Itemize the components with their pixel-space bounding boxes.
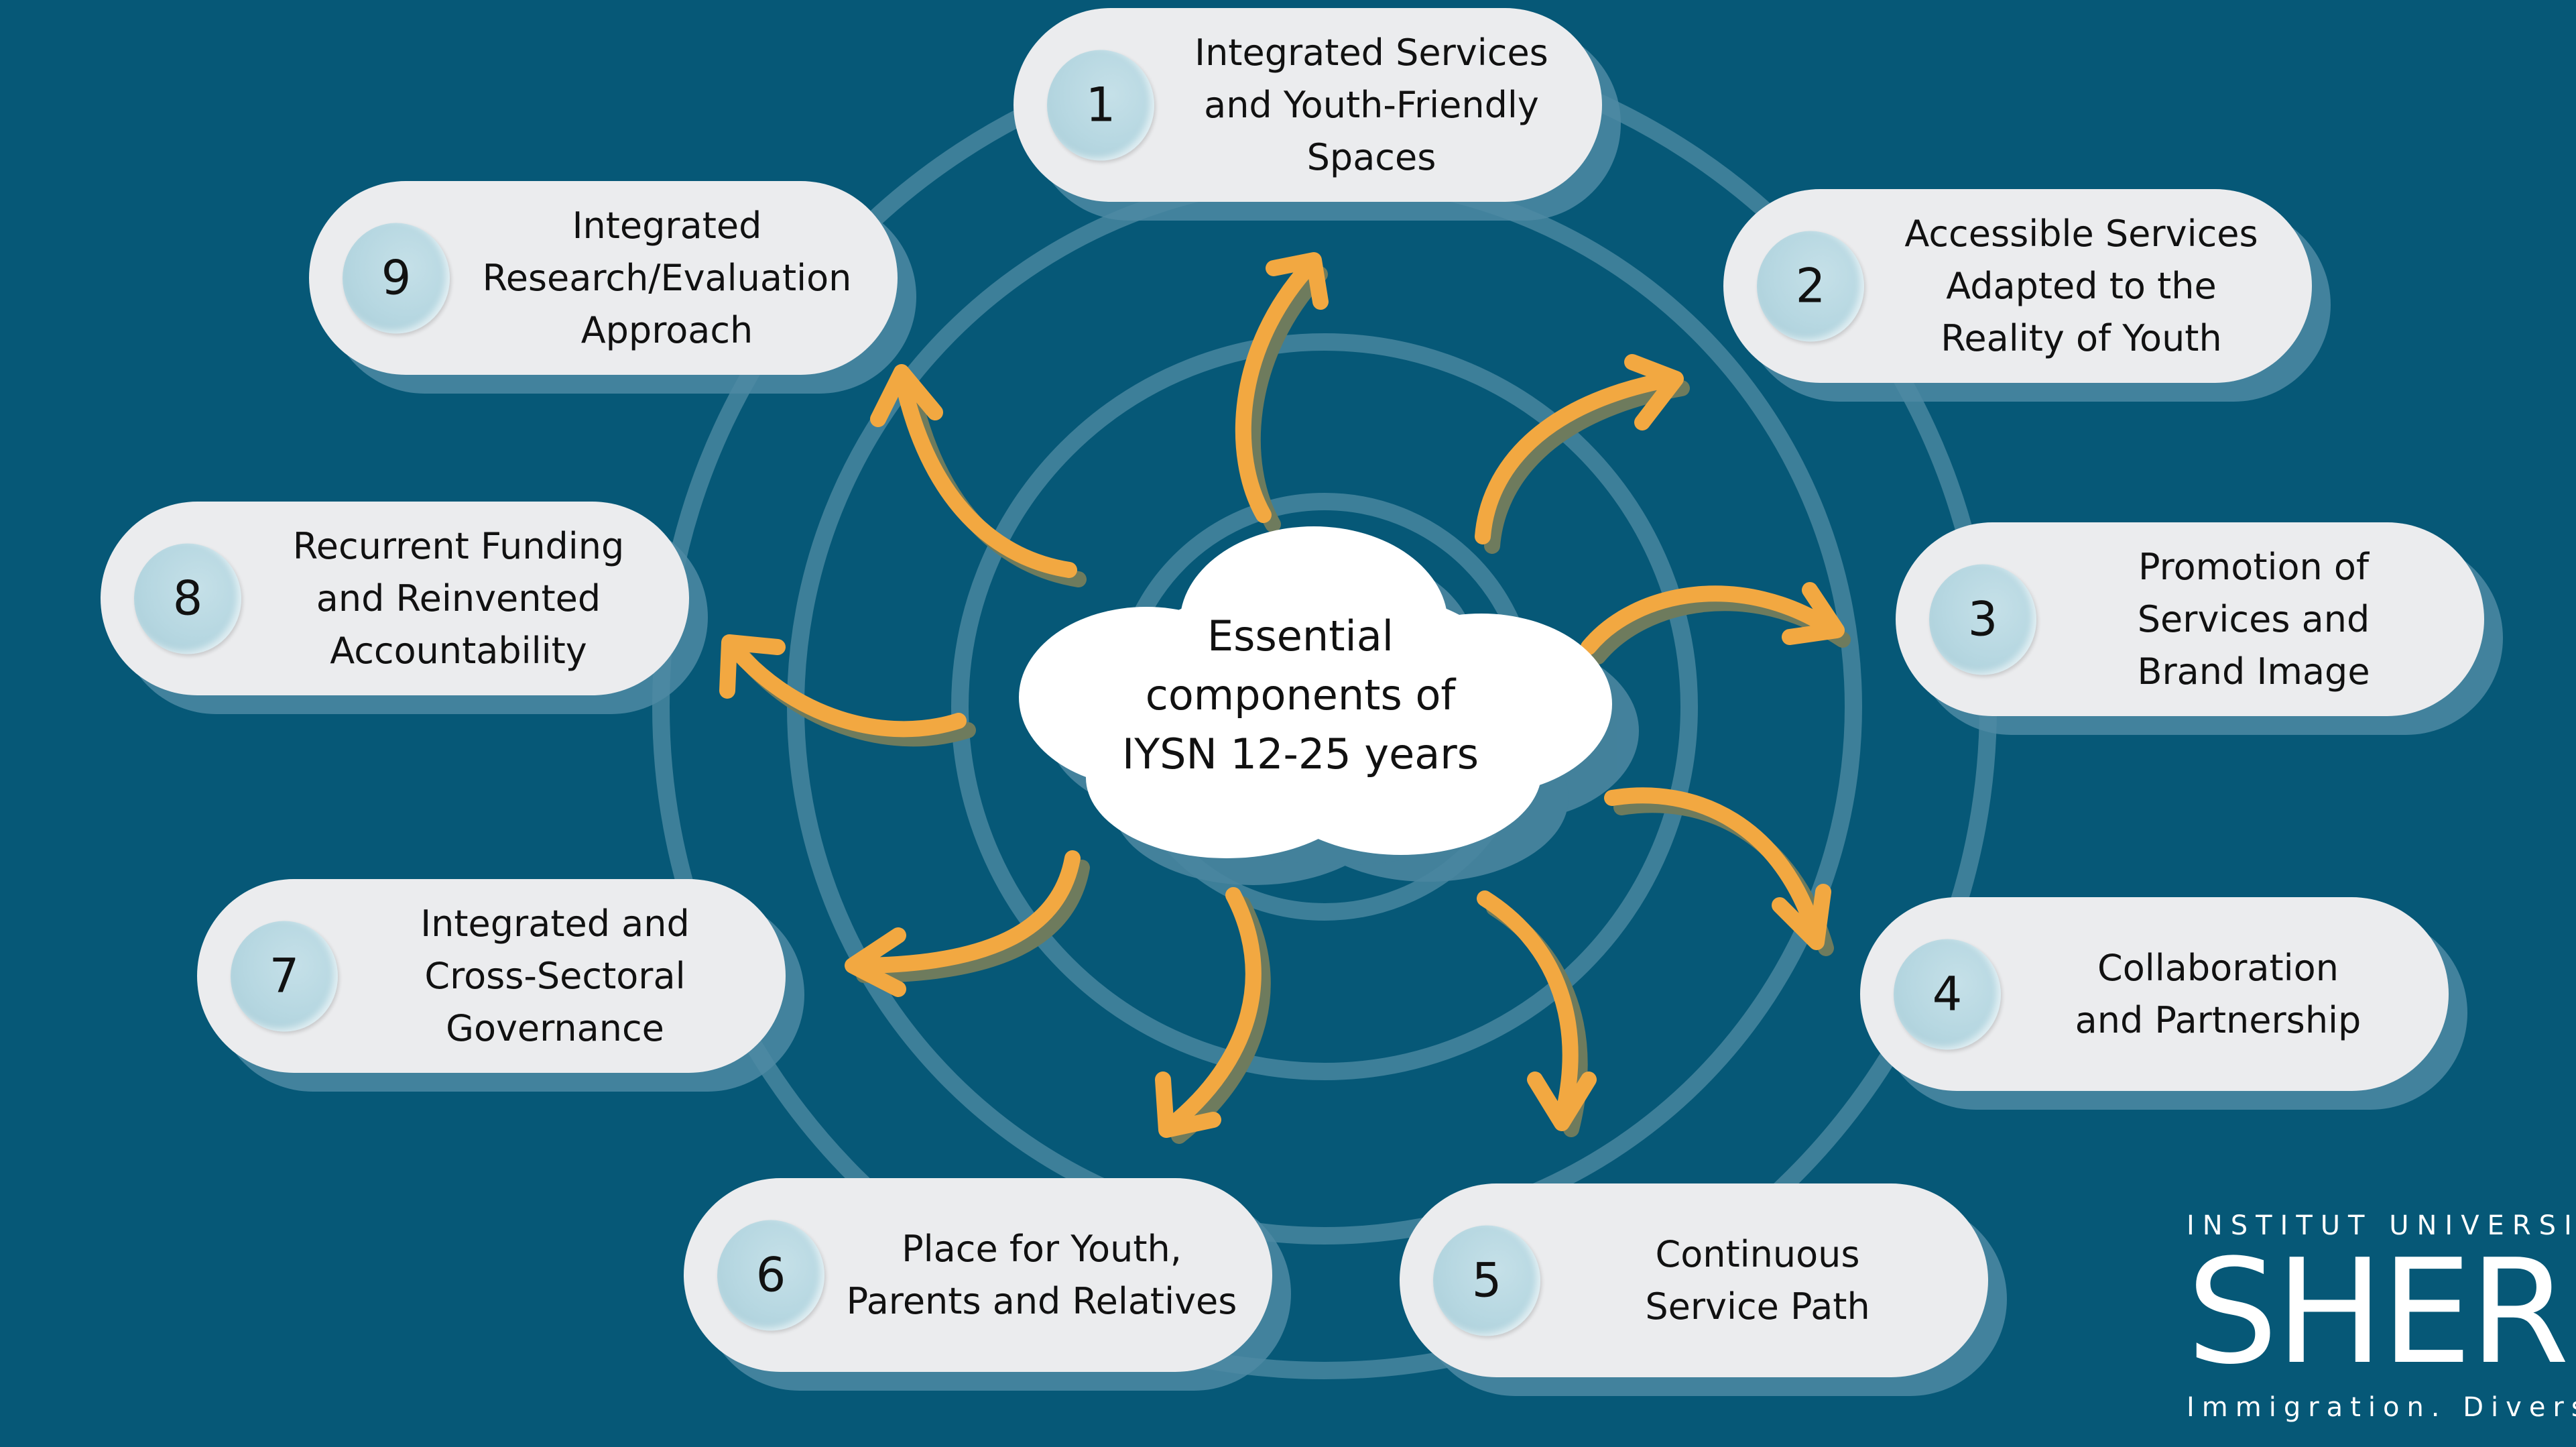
component-label: Integrated Research/Evaluation Approach xyxy=(482,204,852,351)
logo-tagline: Immigration. Divers xyxy=(2187,1392,2576,1423)
pill: 9 Integrated Research/Evaluation Approac… xyxy=(309,181,898,375)
pill: 3 Promotion of Services and Brand Image xyxy=(1896,522,2484,716)
institute-logo: INSTITUT UNIVERSITA SHER Immigration. Di… xyxy=(2187,1210,2576,1423)
number-badge: 6 xyxy=(717,1220,824,1330)
number-badge: 4 xyxy=(1894,939,2001,1049)
number-badge: 9 xyxy=(343,223,450,333)
cloud-body xyxy=(1019,526,1612,858)
arrow-to-3 xyxy=(1581,582,1851,664)
number-badge: 3 xyxy=(1929,564,2036,675)
pill: 2 Accessible Services Adapted to the Rea… xyxy=(1723,189,2312,383)
number-badge: 2 xyxy=(1757,231,1864,341)
component-label: Integrated Services and Youth-Friendly S… xyxy=(1194,31,1548,178)
pill: 5 Continuous Service Path xyxy=(1400,1183,1988,1377)
arrow-to-9 xyxy=(870,364,1087,587)
pill: 8 Recurrent Funding and Reinvented Accou… xyxy=(101,502,689,695)
pill: 7 Integrated and Cross-Sectoral Governan… xyxy=(197,879,786,1073)
arrow-to-6 xyxy=(1155,887,1271,1144)
arrow-to-7 xyxy=(845,850,1090,997)
logo-top-text: INSTITUT UNIVERSITA xyxy=(2187,1210,2576,1241)
pill: 1 Integrated Services and Youth-Friendly… xyxy=(1014,8,1602,202)
pill: 4 Collaboration and Partnership xyxy=(1860,897,2449,1091)
arrow-to-5 xyxy=(1477,890,1597,1137)
number-badge: 5 xyxy=(1433,1225,1540,1336)
center-title: Essential components of IYSN 12-25 years xyxy=(1121,612,1479,778)
arrow-to-8 xyxy=(719,634,976,747)
component-label: Promotion of Services and Brand Image xyxy=(2137,545,2370,693)
ring-second xyxy=(951,333,1698,1080)
component-label: Collaboration and Partnership xyxy=(2075,946,2362,1041)
component-label: Continuous Service Path xyxy=(1645,1232,1870,1328)
component-label: Accessible Services Adapted to the Reali… xyxy=(1904,212,2258,359)
arrow-to-1 xyxy=(1235,252,1329,532)
arrow-to-4 xyxy=(1604,787,1834,956)
logo-wordmark: SHER xyxy=(2187,1228,2569,1396)
arrow-to-2 xyxy=(1475,354,1690,554)
component-label: Integrated and Cross-Sectoral Governance xyxy=(420,902,690,1049)
component-label: Recurrent Funding and Reinvented Account… xyxy=(292,524,625,672)
component-label: Place for Youth, Parents and Relatives xyxy=(846,1227,1237,1322)
number-badge: 1 xyxy=(1047,50,1154,160)
pill: 6 Place for Youth, Parents and Relatives xyxy=(684,1178,1272,1372)
number-badge: 8 xyxy=(134,543,241,654)
number-badge: 7 xyxy=(231,921,338,1031)
